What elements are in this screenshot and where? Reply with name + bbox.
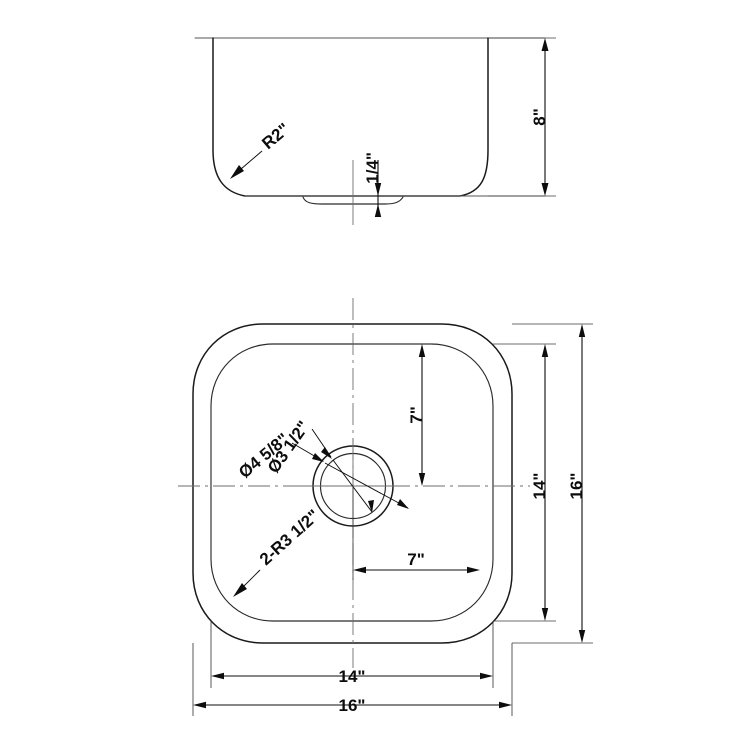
leader-arrow-inner-2 <box>368 500 374 513</box>
arrow-14h-right <box>480 672 493 680</box>
dim-label-corner-radius-elevation: R2" <box>258 119 293 153</box>
dimension-drain-offset-horizontal: 7" <box>352 486 480 580</box>
dimension-drain-offset-vertical: 7" <box>353 343 432 486</box>
arrow-recess-top <box>374 183 382 196</box>
arrow-16v-up <box>578 324 586 337</box>
dimension-bowl-width: 14" <box>210 621 494 688</box>
arrow-7v-up <box>418 344 426 357</box>
dim-label-drain-offset-horizontal: 7" <box>407 550 425 569</box>
dimension-recess-depth: 1/4" <box>363 152 382 217</box>
elevation-bowl-outline <box>212 37 489 197</box>
dim-label-overall-depth: 16" <box>567 473 586 500</box>
arrow-down <box>541 183 549 196</box>
dim-label-bowl-depth-plan: 14" <box>530 473 549 500</box>
dimension-overall-depth: 16" <box>512 323 593 644</box>
leader-diagonal-outer <box>324 462 409 509</box>
plan-outer-rim <box>192 323 513 644</box>
dimension-corner-radius-elevation: R2" <box>230 119 293 179</box>
leader-arrow-outer-2 <box>397 499 409 509</box>
arrow-recess-bottom <box>374 204 382 217</box>
leader-arrow-inner <box>321 447 332 459</box>
dimension-bowl-depth-plan: 14" <box>493 343 556 622</box>
arrow-7h-left <box>353 566 366 574</box>
leader-arrow-outer <box>312 453 324 462</box>
elevation-drain-recess <box>302 196 404 205</box>
arrow-7v-down <box>418 473 426 486</box>
plan-inner-bowl <box>210 343 494 622</box>
arrow-14h-left <box>211 672 224 680</box>
dimension-corner-radius-plan: 2-R3 1/2" <box>233 506 323 597</box>
arrow-up <box>541 38 549 51</box>
leader-arrow-r2 <box>230 165 244 179</box>
dim-label-bowl-depth: 8" <box>530 108 549 126</box>
plan-view-group: Ø3 1/2" Ø4 5/8" 2-R3 1/2" <box>178 298 593 716</box>
arrow-16v-down <box>578 630 586 643</box>
dim-label-drain-offset-vertical: 7" <box>407 406 426 424</box>
dim-label-recess-depth: 1/4" <box>363 152 382 184</box>
arrow-14v-down <box>541 608 549 621</box>
arrow-16h-left <box>193 701 206 709</box>
dim-label-overall-width: 16" <box>339 696 366 715</box>
dim-label-bowl-width: 14" <box>339 667 366 686</box>
leader-diagonal-inner <box>332 459 373 513</box>
arrow-14v-up <box>541 344 549 357</box>
elevation-view-group: 8" R2" 1/4" <box>194 37 556 225</box>
arrow-7h-right <box>467 566 480 574</box>
leader-arrow-r35 <box>233 583 247 597</box>
dimension-overall-width: 16" <box>192 643 513 716</box>
dim-label-corner-radius-plan: 2-R3 1/2" <box>256 506 323 569</box>
dimension-bowl-depth: 8" <box>488 37 556 197</box>
arrow-16h-right <box>499 701 512 709</box>
